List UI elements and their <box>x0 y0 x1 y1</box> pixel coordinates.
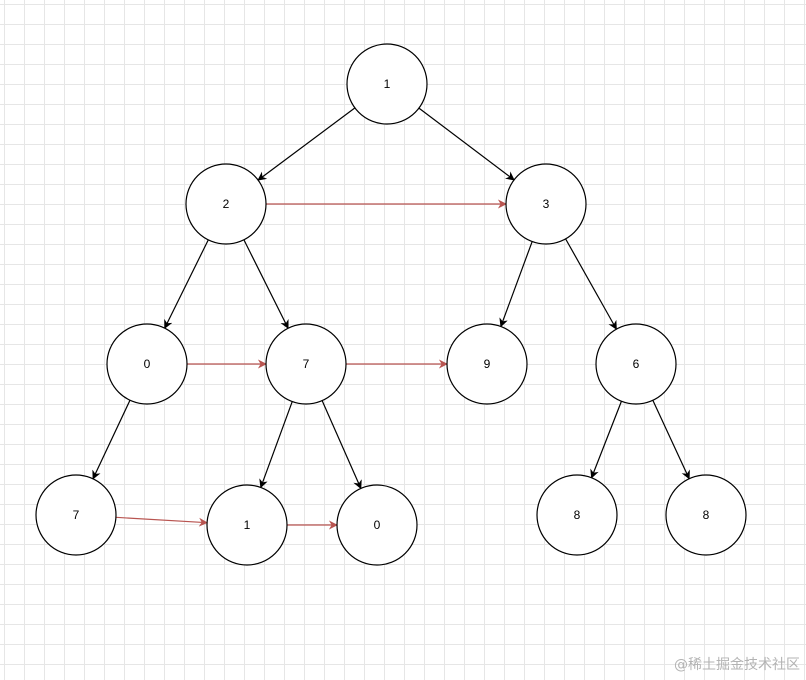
node-label: 9 <box>484 357 491 371</box>
tree-node-n1: 1 <box>346 43 428 125</box>
node-circle <box>505 163 587 245</box>
node-circle <box>265 323 347 405</box>
tree-node-n7b: 7 <box>35 474 117 556</box>
tree-node-n8a: 8 <box>536 474 618 556</box>
node-label: 2 <box>223 197 230 211</box>
node-circle <box>595 323 677 405</box>
tree-node-n1b: 1 <box>206 484 288 566</box>
node-circle <box>206 484 288 566</box>
child-edge-n0a-to-n7b <box>92 399 131 480</box>
node-circle <box>665 474 747 556</box>
node-circle <box>185 163 267 245</box>
child-edge-n3-to-n9 <box>499 241 533 328</box>
child-edge-n7a-to-n0b <box>321 400 362 490</box>
node-label: 1 <box>384 77 391 91</box>
nodes-layer: 1 2 3 0 7 9 6 7 1 0 8 8 <box>35 43 747 566</box>
tree-node-n8b: 8 <box>665 474 747 556</box>
child-edge-n1-to-n2 <box>257 107 356 181</box>
node-label: 7 <box>73 508 80 522</box>
node-circle <box>446 323 528 405</box>
node-label: 6 <box>633 357 640 371</box>
edges-layer <box>92 107 690 530</box>
tree-node-n7a: 7 <box>265 323 347 405</box>
child-edge-n6-to-n8a <box>590 401 623 479</box>
child-edge-n3-to-n6 <box>565 238 617 330</box>
child-edge-n2-to-n7a <box>243 239 289 330</box>
node-circle <box>336 484 418 566</box>
tree-node-n9: 9 <box>446 323 528 405</box>
watermark-text: @稀土掘金技术社区 <box>674 657 800 673</box>
child-edge-n7a-to-n1b <box>259 401 293 489</box>
tree-node-n0a: 0 <box>106 323 188 405</box>
node-circle <box>536 474 618 556</box>
node-label: 8 <box>574 508 581 522</box>
node-circle <box>106 323 188 405</box>
tree-node-n3: 3 <box>505 163 587 245</box>
child-edge-n6-to-n8b <box>652 400 690 480</box>
node-label: 7 <box>303 357 310 371</box>
node-circle <box>35 474 117 556</box>
child-edge-n2-to-n0a <box>164 239 209 329</box>
tree-node-n2: 2 <box>185 163 267 245</box>
node-label: 8 <box>703 508 710 522</box>
node-circle <box>346 43 428 125</box>
node-label: 3 <box>543 197 550 211</box>
child-edge-n1-to-n3 <box>418 107 515 181</box>
tree-node-n6: 6 <box>595 323 677 405</box>
node-label: 0 <box>144 357 151 371</box>
node-label: 1 <box>244 518 251 532</box>
next-edge-n7b-to-n1b <box>115 516 208 527</box>
node-label: 0 <box>374 518 381 532</box>
tree-node-n0b: 0 <box>336 484 418 566</box>
